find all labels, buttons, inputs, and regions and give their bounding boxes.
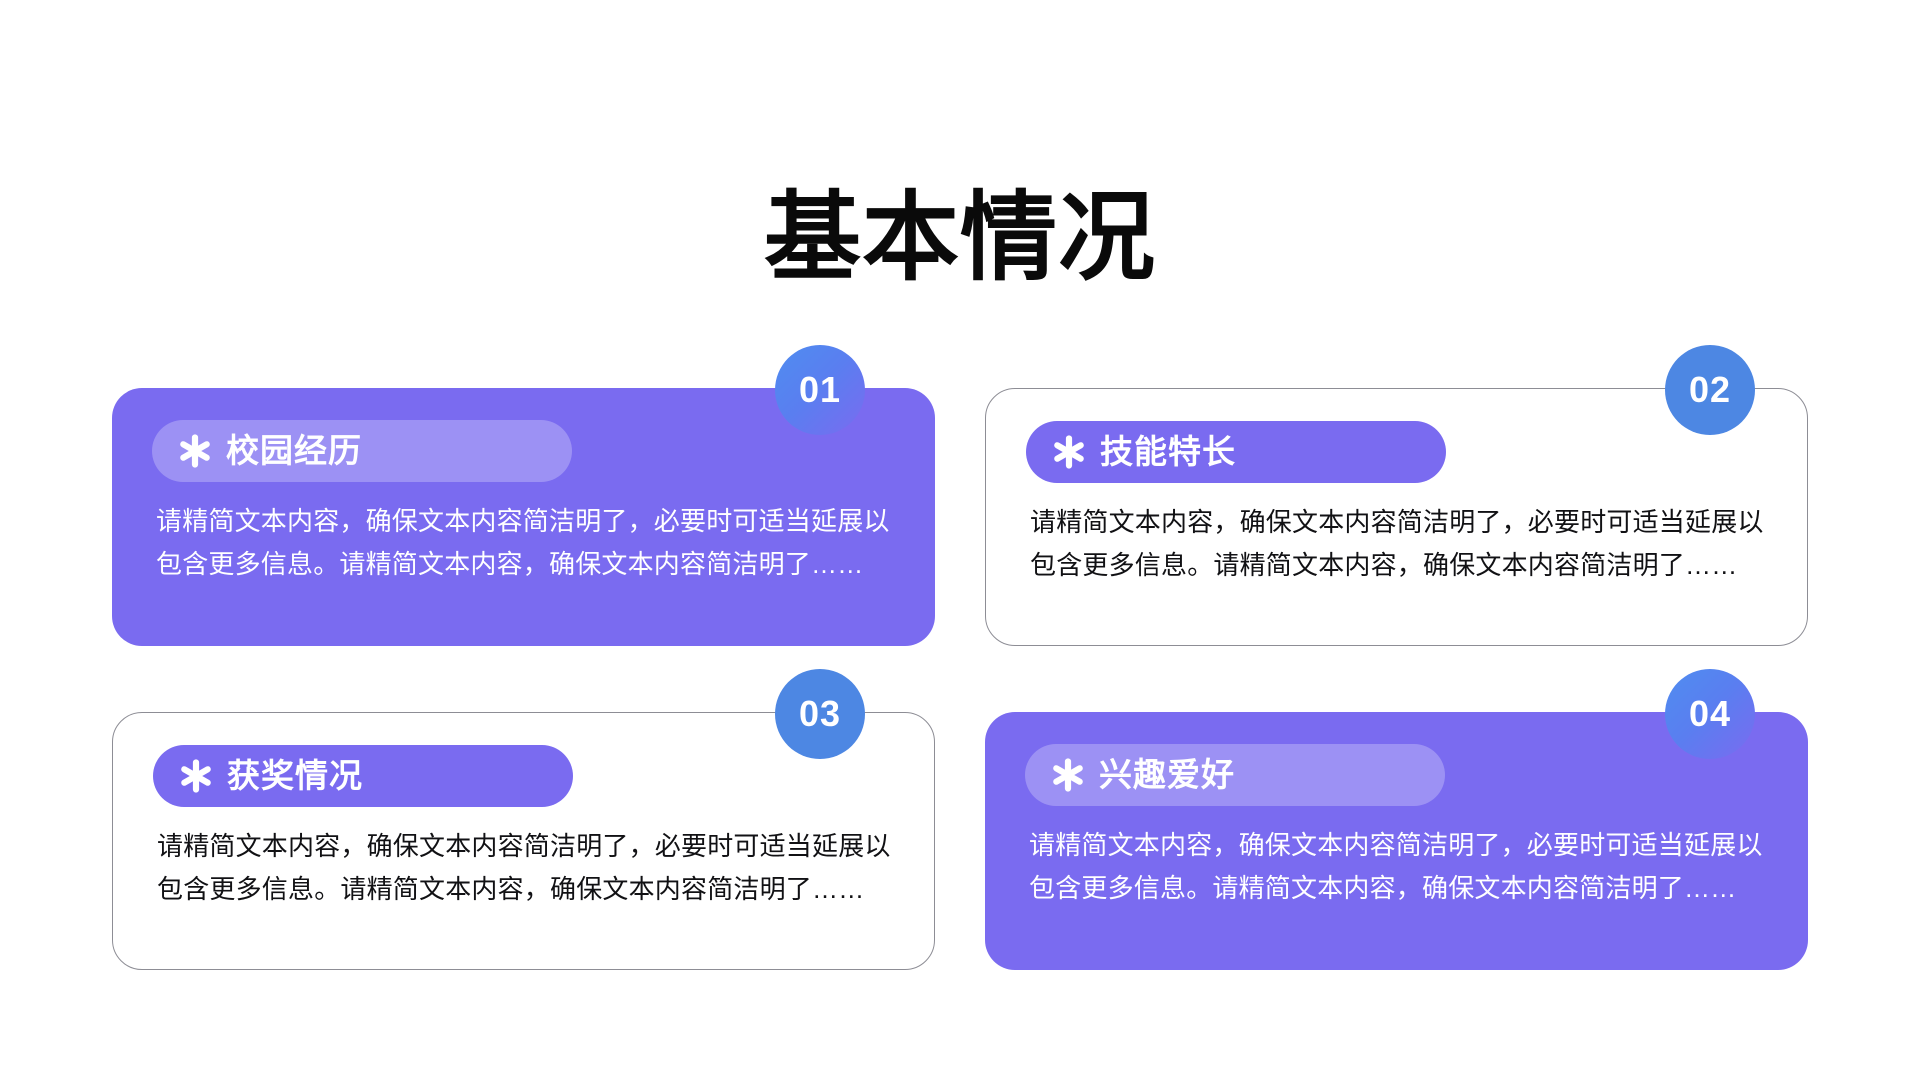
card-body-text: 请精简文本内容，确保文本内容简洁明了，必要时可适当延展以包含更多信息。请精简文本… (1029, 830, 1763, 903)
card-number-badge-03: 03 (775, 669, 865, 759)
card-campus-experience[interactable]: 校园经历 请精简文本内容，确保文本内容简洁明了，必要时可适当延展以包含更多信息。… (112, 388, 935, 646)
card-number-badge-01: 01 (775, 345, 865, 435)
asterisk-icon (1051, 758, 1085, 792)
card-body-text: 请精简文本内容，确保文本内容简洁明了，必要时可适当延展以包含更多信息。请精简文本… (156, 506, 890, 579)
card-header-pill: 校园经历 (152, 420, 572, 482)
asterisk-icon (1052, 435, 1086, 469)
card-skills[interactable]: 技能特长 请精简文本内容，确保文本内容简洁明了，必要时可适当延展以包含更多信息。… (985, 388, 1808, 646)
card-header-pill: 技能特长 (1026, 421, 1446, 483)
card-header-pill: 兴趣爱好 (1025, 744, 1445, 806)
card-body-text: 请精简文本内容，确保文本内容简洁明了，必要时可适当延展以包含更多信息。请精简文本… (157, 831, 891, 904)
card-title: 获奖情况 (227, 757, 363, 794)
card-hobbies[interactable]: 兴趣爱好 请精简文本内容，确保文本内容简洁明了，必要时可适当延展以包含更多信息。… (985, 712, 1808, 970)
asterisk-icon (178, 434, 212, 468)
card-header-pill: 获奖情况 (153, 745, 573, 807)
card-awards[interactable]: 获奖情况 请精简文本内容，确保文本内容简洁明了，必要时可适当延展以包含更多信息。… (112, 712, 935, 970)
card-title: 兴趣爱好 (1099, 756, 1235, 793)
card-grid: 校园经历 请精简文本内容，确保文本内容简洁明了，必要时可适当延展以包含更多信息。… (112, 345, 1825, 970)
asterisk-icon (179, 759, 213, 793)
page-title: 基本情况 (764, 183, 1156, 292)
card-number-badge-02: 02 (1665, 345, 1755, 435)
card-title: 校园经历 (226, 432, 362, 469)
card-number-badge-04: 04 (1665, 669, 1755, 759)
card-body-text: 请精简文本内容，确保文本内容简洁明了，必要时可适当延展以包含更多信息。请精简文本… (1030, 507, 1764, 580)
card-title: 技能特长 (1100, 433, 1236, 470)
